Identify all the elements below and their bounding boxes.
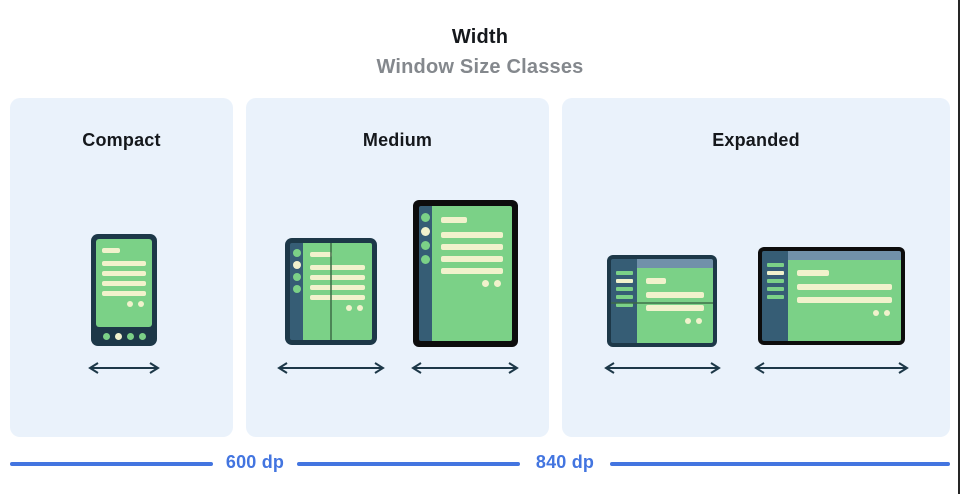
content-line	[646, 278, 666, 284]
pagination-dots	[102, 301, 146, 307]
content-line	[441, 217, 468, 223]
menu-line	[766, 295, 784, 299]
screen-content	[637, 268, 713, 343]
panel-medium-title: Medium	[362, 130, 433, 150]
dp-scale-line	[297, 462, 520, 466]
content-line	[102, 261, 146, 266]
screen-main	[637, 259, 713, 343]
nav-dot-icon	[126, 333, 134, 340]
content-line	[310, 252, 332, 257]
content-line	[310, 265, 365, 270]
foldable-portrait-device	[285, 238, 377, 345]
content-line	[102, 291, 146, 296]
dot-icon	[482, 280, 489, 287]
dp-threshold-600: 600 dp	[225, 452, 285, 472]
menu-line	[615, 295, 633, 299]
content-line	[441, 244, 503, 250]
phone-device	[91, 234, 157, 346]
menu-line	[766, 271, 784, 275]
dp-threshold-840: 840 dp	[535, 452, 595, 472]
screen-main	[788, 251, 901, 341]
content-line	[646, 305, 704, 311]
nav-dot-icon	[138, 333, 146, 340]
nav-dot-icon	[292, 273, 301, 281]
dot-icon	[873, 310, 879, 316]
foldable-landscape-device	[607, 255, 717, 347]
page-title: Width	[451, 26, 509, 48]
app-topbar	[788, 251, 901, 260]
content-line	[310, 285, 365, 290]
phone-navbar	[91, 327, 157, 346]
screen-content	[788, 260, 901, 341]
content-line	[102, 271, 146, 276]
dot-icon	[494, 280, 501, 287]
nav-dot-icon	[292, 285, 301, 293]
width-arrow-icon	[88, 360, 160, 376]
content-line	[797, 284, 892, 290]
content-line	[102, 281, 146, 286]
nav-dot-icon	[292, 261, 301, 269]
panel-expanded-title: Expanded	[712, 130, 800, 150]
fold-line	[330, 243, 332, 340]
pagination-dots	[441, 280, 503, 287]
fold-line	[611, 301, 713, 304]
page-subtitle: Window Size Classes	[376, 56, 584, 78]
tablet-screen	[432, 206, 512, 341]
menu-line	[615, 303, 633, 307]
dot-icon	[685, 318, 691, 324]
nav-rail	[290, 243, 303, 340]
width-arrow-icon	[277, 360, 385, 376]
content-line	[797, 270, 830, 276]
menu-line	[766, 263, 784, 267]
width-arrow-icon	[604, 360, 721, 376]
sidebar-menu	[762, 251, 788, 341]
content-line	[797, 297, 892, 303]
pagination-dots	[797, 310, 892, 316]
pagination-dots	[310, 305, 365, 311]
dp-scale-line	[10, 462, 213, 466]
nav-dot-icon	[421, 241, 430, 250]
app-topbar	[637, 259, 713, 268]
width-arrow-icon	[754, 360, 909, 376]
dot-icon	[884, 310, 890, 316]
content-line	[102, 248, 121, 253]
tablet-device	[413, 200, 518, 347]
nav-dot-icon	[102, 333, 110, 340]
dot-icon	[357, 305, 363, 311]
content-line	[310, 295, 365, 300]
menu-line	[766, 287, 784, 291]
pagination-dots	[646, 318, 704, 324]
sidebar-menu	[611, 259, 637, 343]
panel-compact-title: Compact	[82, 130, 161, 150]
content-line	[441, 256, 503, 262]
width-arrow-icon	[411, 360, 519, 376]
content-line	[646, 292, 704, 298]
desktop-device	[758, 247, 905, 345]
menu-line	[615, 287, 633, 291]
diagram-header: Width Window Size Classes	[0, 26, 960, 79]
menu-line	[615, 271, 633, 275]
dot-icon	[138, 301, 144, 307]
menu-line	[766, 279, 784, 283]
nav-dot-icon	[292, 249, 301, 257]
nav-dot-icon	[421, 213, 430, 222]
phone-screen	[96, 239, 152, 327]
menu-line	[615, 279, 633, 283]
foldable-screen	[303, 243, 372, 340]
content-line	[441, 232, 503, 238]
dot-icon	[346, 305, 352, 311]
nav-dot-icon	[114, 333, 122, 340]
dp-scale-line	[610, 462, 950, 466]
dot-icon	[696, 318, 702, 324]
content-line	[441, 268, 503, 274]
nav-rail	[419, 206, 432, 341]
nav-dot-icon	[421, 255, 430, 264]
screenshot-right-edge	[958, 0, 960, 494]
content-line	[310, 275, 365, 280]
nav-dot-icon	[421, 227, 430, 236]
dot-icon	[127, 301, 133, 307]
